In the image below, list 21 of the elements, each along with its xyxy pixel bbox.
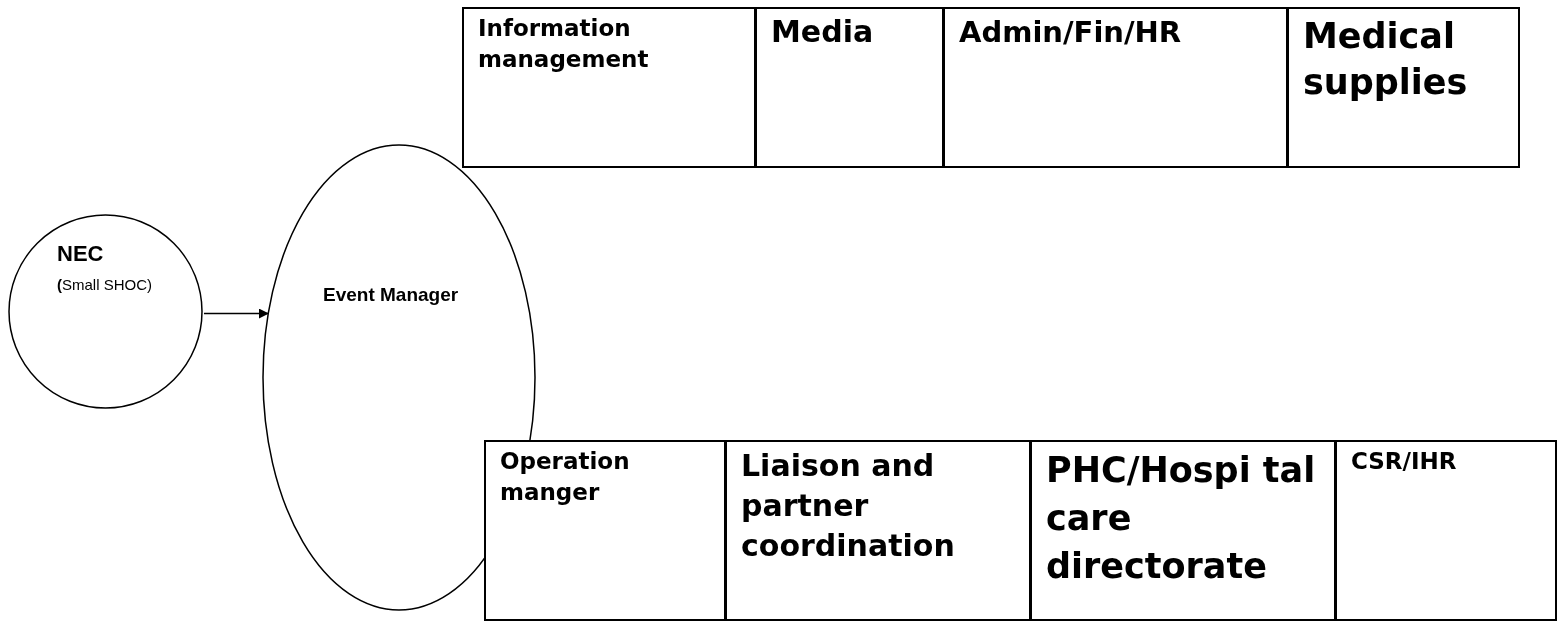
table-cell [943, 7, 1288, 168]
table-cell [755, 7, 944, 168]
cell-text: Admin/Fin/HR [959, 14, 1183, 51]
table-cell [725, 440, 1031, 621]
cell-text: Medical supplies [1303, 15, 1469, 104]
table-cell [462, 7, 756, 168]
table-cell [484, 440, 726, 621]
table-cell [1030, 440, 1336, 621]
circle-node [8, 214, 203, 409]
cell-text: Information management [478, 14, 650, 74]
cell-text: Liaison and partner coordination [741, 447, 956, 565]
arrow [203, 308, 269, 319]
cell-text: PHC/Hospi tal care directorate [1046, 449, 1317, 588]
table-cell [1287, 7, 1520, 168]
node-label: NEC [57, 240, 105, 268]
table-cell [1335, 440, 1557, 621]
node-label: Event Manager [323, 283, 460, 307]
cell-text: CSR/IHR [1351, 447, 1458, 476]
cell-text: Media [771, 13, 875, 51]
node-label: (Small SHOC) [57, 275, 153, 295]
cell-text: Operation manger [500, 447, 631, 507]
